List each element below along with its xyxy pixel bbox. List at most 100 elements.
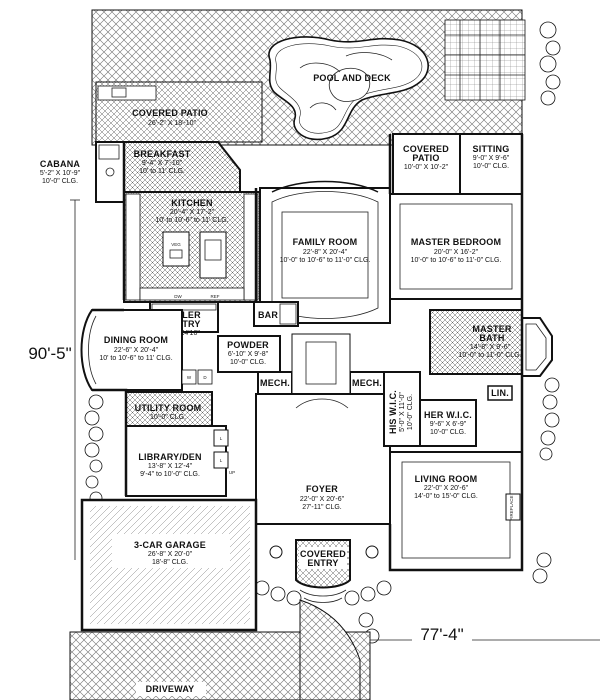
kitchen-island-1 (162, 231, 190, 267)
foyer-label: FOYER (306, 484, 338, 494)
linen-label: LIN. (491, 388, 509, 398)
kitchen-counter-right (243, 193, 259, 301)
family-clg: 10'-0" to 10'-6" to 11'-0" CLG. (280, 257, 371, 264)
library-label: LIBRARY/DEN (138, 452, 201, 462)
fireplace-label: FIREPLACE (509, 495, 514, 520)
driveway-label: DRIVEWAY (146, 684, 195, 694)
outdoor-grill (97, 85, 157, 101)
living-label: LIVING ROOM (415, 474, 478, 484)
driveway-curve (299, 599, 361, 700)
garage-clg: 18'-8" CLG. (152, 559, 188, 566)
kitchen-counter-bottom (139, 287, 245, 301)
living-room (389, 451, 523, 571)
utility-room (125, 391, 213, 427)
covered-patio-small-label-1: COVERED (403, 144, 449, 154)
master-bath-label-1: MASTER (472, 324, 512, 334)
gallery-floor (291, 333, 351, 395)
bar-area (253, 301, 299, 327)
his-wic-label: HIS W.I.C. (388, 390, 398, 434)
pergola-beams (445, 20, 525, 100)
foyer-dim: 22'-0" X 20'-6" (300, 496, 345, 503)
powder-label: POWDER (227, 340, 269, 350)
dining-label: DINING ROOM (104, 335, 168, 345)
her-wic-clg: 10'-0" CLG. (430, 429, 466, 436)
foyer-clg: 27'-11" CLG. (302, 504, 342, 511)
dining-room (80, 309, 183, 391)
library-clg: 9'-4" to 10'-0" CLG. (140, 471, 200, 478)
bath-tub (525, 323, 547, 371)
sitting-clg: 10'-0" CLG. (473, 163, 509, 170)
mech-right-label: MECH. (352, 378, 382, 388)
covered-patio-small-label-2: PATIO (412, 153, 439, 163)
dryer (197, 369, 213, 385)
cabana-dim: 5'-2" X 10'-9" (40, 170, 81, 177)
powder-room (217, 335, 281, 373)
shrubs-left (84, 394, 104, 505)
overall-width-dim: 77'-4" (420, 625, 463, 644)
master-ceiling-tray (399, 203, 513, 290)
cabana-room (95, 141, 125, 203)
bar-label: BAR (258, 310, 278, 320)
width-dim-bg (412, 622, 472, 644)
entry-column-right (365, 545, 379, 559)
her-wic-label: HER W.I.C. (424, 410, 472, 420)
kitchen-dim: 20'-4" X 17'-2" (170, 209, 215, 216)
bar-counter (279, 303, 297, 325)
master-bath-clg: 10'-0" to 11'-0" CLG. (458, 352, 521, 359)
kitchen-island-2 (199, 231, 227, 279)
entry-label-2: ENTRY (307, 558, 338, 568)
covered-patio-label: COVERED PATIO (132, 108, 208, 118)
living-clg: 14'-0" to 15'-0" CLG. (414, 493, 478, 500)
library-closet-1-label: L (220, 436, 223, 441)
dining-bay-line (88, 315, 97, 385)
linen-closet (487, 385, 513, 401)
library-dim: 13'-8" X 12'-4" (148, 463, 193, 470)
overall-height-dim: 90'-5" (28, 344, 71, 363)
shrubs-right (532, 21, 561, 584)
family-dim: 22'-8" X 20'-4" (303, 249, 348, 256)
master-bedroom-clg: 10'-0" to 10'-6" to 11'-0" CLG. (411, 257, 502, 264)
foyer-arc (295, 398, 349, 409)
breakfast-clg: 10' to 11' CLG. (139, 168, 185, 175)
dryer-label: D (203, 375, 207, 380)
master-bath-room (429, 309, 523, 375)
entry-label-1: COVERED (300, 549, 346, 559)
master-bath-dim: 14'-8" X 9'-6" (470, 344, 511, 351)
pergola (444, 19, 526, 101)
ref-label: REF (211, 294, 220, 299)
garage-label: 3-CAR GARAGE (134, 540, 206, 550)
cabana-toilet (105, 167, 115, 177)
fireplace (505, 493, 521, 521)
master-bath-bay (521, 317, 553, 377)
her-wic-room (419, 399, 477, 447)
foyer-room (255, 393, 391, 525)
washer-label: W (187, 375, 192, 380)
veg-sink-label: VEG (171, 242, 181, 247)
covered-patio-dim: 26'-2" X 18'-10" (148, 120, 197, 127)
kitchen-room (123, 191, 261, 303)
library-up: UP (229, 470, 235, 475)
pool-step-lines (299, 52, 393, 111)
family-ceiling-inner (281, 211, 369, 299)
breakfast-dim: 9'-4" X 7'-10" (142, 160, 183, 167)
utility-clg: 10'-0" CLG. (150, 414, 186, 421)
kitchen-label: KITCHEN (171, 198, 212, 208)
kitchen-clg: 10' to 10'-6" to 11' CLG. (155, 217, 228, 224)
shrubs-front (254, 580, 392, 644)
library-room (125, 425, 227, 497)
sitting-dim: 9'-0" X 9'-6" (473, 155, 510, 162)
cooktop (204, 239, 222, 261)
cabana-clg: 10'-0" CLG. (42, 178, 78, 185)
garage-dim: 26'-8" X 20'-0" (148, 551, 193, 558)
library-closet-1 (213, 429, 229, 447)
her-wic-dim: 9'-6" X 6'-9" (430, 421, 467, 428)
butler-counter (151, 303, 217, 311)
garage-text-bg (112, 534, 230, 568)
powder-clg: 10'-0" CLG. (230, 359, 266, 366)
master-bedroom-dim: 20'-0" X 16'-2" (434, 249, 479, 256)
family-label: FAMILY ROOM (293, 237, 358, 247)
sitting-label: SITTING (473, 144, 510, 154)
his-wic-text: HIS W.I.C. 5'-0" X 11'-0" 10'-0" CLG. (388, 390, 414, 434)
cabana-shower (98, 144, 120, 160)
